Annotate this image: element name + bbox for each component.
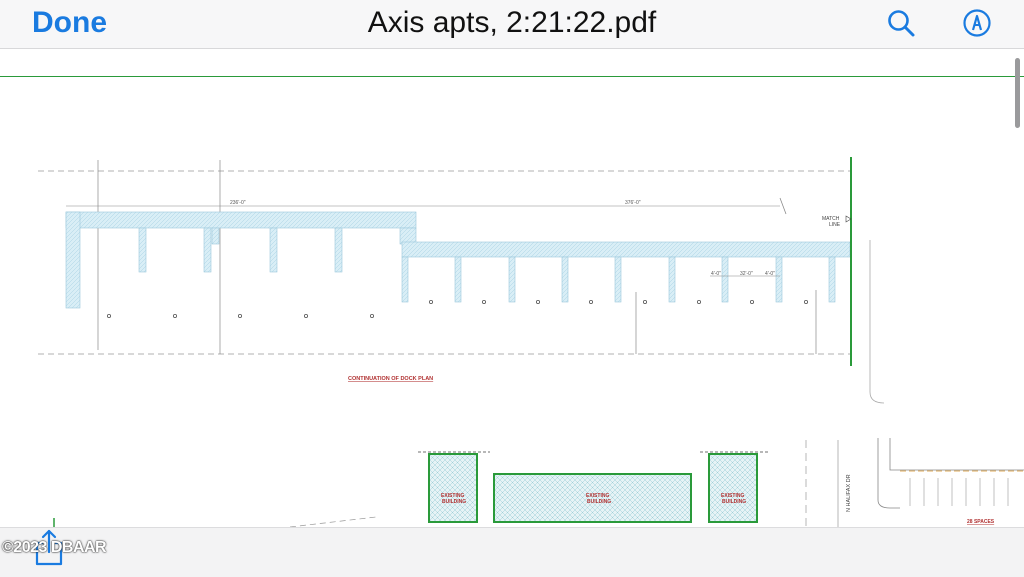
dock-piles <box>107 299 809 318</box>
existing-building-center <box>493 473 692 523</box>
building-left-label-2: BUILDING <box>442 499 466 505</box>
markup-pen-icon[interactable] <box>962 8 992 38</box>
building-right-label-1: EXISTING <box>721 493 744 499</box>
existing-building-left <box>428 453 478 523</box>
dim-slip-b: 32'-0" <box>740 271 753 277</box>
building-center-label-2: BUILDING <box>587 499 611 505</box>
dim-slip-c: 4'-0" <box>765 271 775 277</box>
dock-plan-caption: CONTINUATION OF DOCK PLAN <box>348 376 433 382</box>
pdf-page[interactable]: 236'-0" 376'-0" 4'-0" 32'-0" 4'-0" <box>0 49 1024 528</box>
dim-left-span: 236'-0" <box>230 200 246 206</box>
search-icon[interactable] <box>886 8 916 38</box>
dock-walkway-right <box>401 241 851 258</box>
street-label: N HALIFAX DR <box>846 474 852 512</box>
vertical-scrollbar[interactable] <box>1015 58 1020 128</box>
page-top-border <box>0 76 1024 77</box>
parking-label: 28 SPACES <box>967 519 995 525</box>
bottom-toolbar <box>0 527 1024 577</box>
existing-building-right <box>708 453 758 523</box>
building-left-label-1: EXISTING <box>441 493 464 499</box>
document-title: Axis apts, 2:21:22.pdf <box>367 6 657 39</box>
done-button[interactable]: Done <box>32 6 107 39</box>
dim-slip-a: 4'-0" <box>711 271 721 277</box>
dim-right-span: 376'-0" <box>625 200 641 206</box>
top-toolbar: Done Axis apts, 2:21:22.pdf <box>0 0 1024 49</box>
match-line-label-2: LINE <box>829 222 841 228</box>
match-line-label-1: MATCH <box>822 216 840 222</box>
site-plan-drawing: 236'-0" 376'-0" 4'-0" 32'-0" 4'-0" <box>38 157 1024 528</box>
share-icon[interactable] <box>34 528 64 566</box>
dock-walkway-left <box>65 211 417 229</box>
building-right-label-2: BUILDING <box>722 499 746 505</box>
building-center-label-1: EXISTING <box>586 493 609 499</box>
watermark: ©2023 DBAAR <box>2 539 107 556</box>
